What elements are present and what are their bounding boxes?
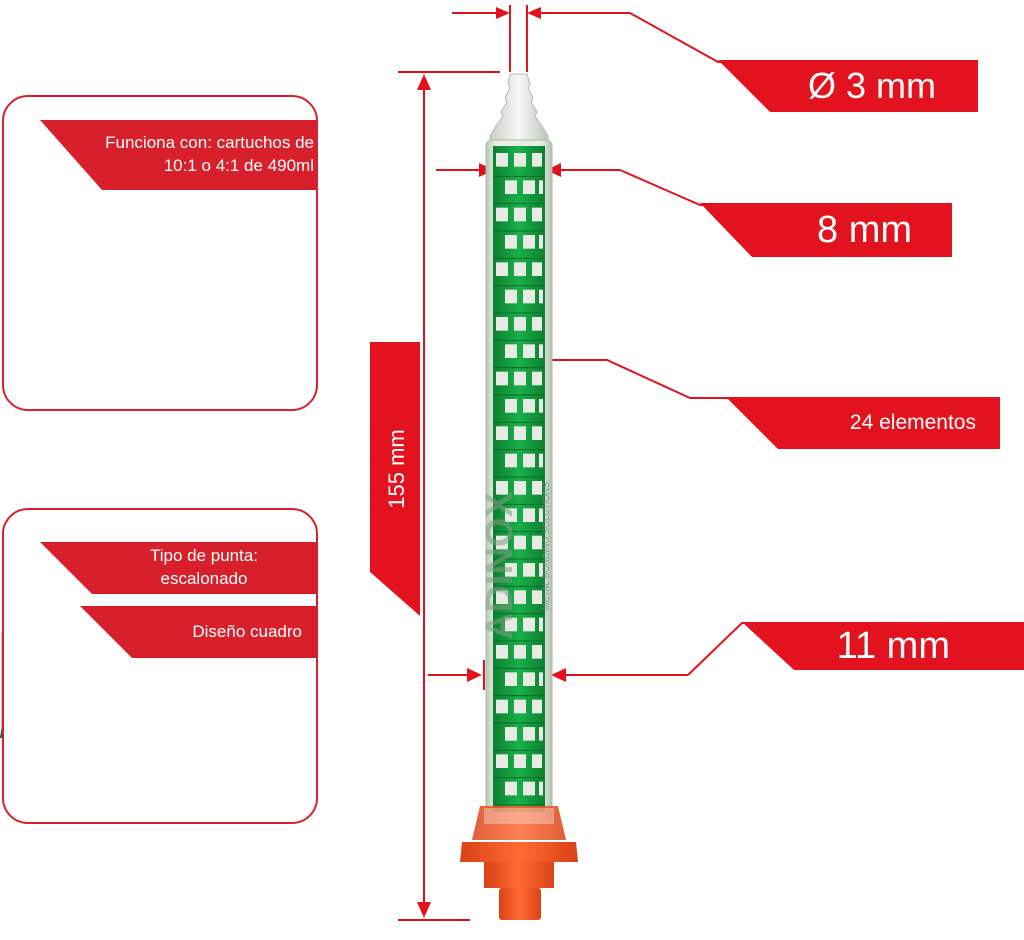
length-value: 155 mm bbox=[384, 429, 409, 509]
mixing-element-block bbox=[539, 563, 543, 577]
mixing-element-block bbox=[505, 617, 517, 632]
mixing-element-block bbox=[514, 699, 526, 714]
mixing-element-block bbox=[523, 453, 535, 468]
mixing-element-block bbox=[496, 207, 508, 222]
mixing-element-block bbox=[532, 262, 542, 276]
mixing-element-block bbox=[505, 235, 517, 249]
mixing-element-block bbox=[532, 481, 542, 495]
mixing-element-block bbox=[496, 481, 508, 495]
mixing-element-block bbox=[514, 153, 526, 167]
mixing-element-block bbox=[532, 754, 542, 768]
tip-type-banner bbox=[40, 542, 316, 594]
mixing-element-block bbox=[523, 399, 535, 413]
mixing-element-block bbox=[523, 289, 535, 304]
nozzle-stepped-tip bbox=[489, 73, 549, 141]
mixing-element-block bbox=[496, 262, 508, 276]
mixing-element-block bbox=[523, 563, 535, 577]
tip-diameter-banner: Ø 3 mm bbox=[718, 60, 978, 112]
nozzle-base-neck bbox=[484, 862, 554, 888]
mixing-elements bbox=[494, 153, 544, 806]
mixing-element-block bbox=[505, 672, 517, 686]
mixing-element-block bbox=[505, 289, 517, 304]
mixing-element-block bbox=[496, 426, 508, 440]
mixing-element-block bbox=[523, 672, 535, 686]
design-label: Diseño cuadro bbox=[192, 622, 302, 641]
elements-value: 24 elementos bbox=[849, 411, 976, 434]
mixing-element-block bbox=[523, 235, 535, 249]
mixing-element-block bbox=[539, 399, 543, 413]
length-banner-shape bbox=[370, 342, 420, 616]
mixing-element-block bbox=[532, 207, 542, 222]
mixing-element-block bbox=[532, 699, 542, 714]
nozzle-collar bbox=[472, 806, 566, 840]
outer-width-dimension bbox=[428, 622, 760, 690]
mixing-element-block bbox=[514, 207, 526, 222]
mixing-element-block bbox=[496, 699, 508, 714]
mixing-element-block bbox=[539, 617, 543, 632]
elements-leader-line bbox=[540, 359, 730, 399]
mixing-element-block bbox=[496, 754, 508, 768]
mixing-element-block bbox=[539, 727, 543, 741]
mixing-element-block bbox=[514, 645, 526, 659]
mixing-element-block bbox=[496, 317, 508, 331]
mixing-element-block bbox=[539, 508, 543, 522]
mixing-element-block bbox=[532, 590, 542, 604]
mixing-element-block bbox=[514, 535, 526, 550]
mixing-element-block bbox=[496, 371, 508, 386]
mixing-element-block bbox=[539, 180, 543, 194]
mixing-element-block bbox=[505, 399, 517, 413]
mixing-element-block bbox=[514, 262, 526, 276]
outer-width-value: 11 mm bbox=[836, 624, 950, 667]
mixing-element-block bbox=[514, 754, 526, 768]
mixing-element-block bbox=[539, 781, 543, 796]
nozzle-base-foot bbox=[499, 888, 541, 920]
tube-width-value: 8 mm bbox=[817, 208, 912, 251]
cartridge-compatibility-label: Funciona con: cartuchos de 10:1 o 4:1 de… bbox=[105, 133, 314, 175]
mixing-element-block bbox=[505, 727, 517, 741]
mixing-element-block bbox=[505, 453, 517, 468]
mixing-element-block bbox=[532, 153, 542, 167]
elements-banner: 24 elementos bbox=[726, 397, 1000, 449]
tube-brand-logo: ADINOX bbox=[479, 492, 521, 640]
mixing-element-block bbox=[539, 344, 543, 358]
tip-diameter-dimension bbox=[452, 5, 740, 72]
tip-diameter-value: Ø 3 mm bbox=[807, 65, 936, 106]
mixing-element-block bbox=[523, 180, 535, 194]
mixer-nozzle: ADINOX METAL BONDING SOLUTIONS bbox=[460, 73, 578, 920]
outer-width-banner: 11 mm bbox=[742, 622, 1024, 670]
mixing-element-block bbox=[496, 153, 508, 167]
mixing-element-block bbox=[514, 426, 526, 440]
mixing-element-block bbox=[496, 645, 508, 659]
mixing-element-block bbox=[539, 672, 543, 686]
mixing-element-block bbox=[532, 426, 542, 440]
mixing-element-block bbox=[523, 727, 535, 741]
mixing-element-block bbox=[539, 453, 543, 468]
tube-brand-tagline: METAL BONDING SOLUTIONS bbox=[541, 482, 551, 610]
mixing-element-block bbox=[505, 180, 517, 194]
mixing-element-block bbox=[505, 344, 517, 358]
nozzle-base-flange bbox=[460, 842, 578, 862]
mixing-element-block bbox=[505, 508, 517, 522]
mixing-element-block bbox=[539, 235, 543, 249]
tip-type-label: Tipo de punta: escalonado bbox=[149, 546, 259, 588]
mixing-element-block bbox=[532, 535, 542, 550]
mixing-element-block bbox=[514, 481, 526, 495]
mixing-element-block bbox=[514, 317, 526, 331]
mixing-element-block bbox=[496, 535, 508, 550]
mixing-element-block bbox=[514, 590, 526, 604]
mixing-element-block bbox=[532, 371, 542, 386]
mixing-element-block bbox=[523, 508, 535, 522]
mixing-element-block bbox=[523, 344, 535, 358]
mixing-element-block bbox=[505, 563, 517, 577]
mixing-element-block bbox=[532, 317, 542, 331]
mixing-element-block bbox=[496, 590, 508, 604]
length-dimension bbox=[398, 71, 500, 921]
mixing-element-block bbox=[505, 781, 517, 796]
mixing-element-block bbox=[514, 371, 526, 386]
mixing-element-block bbox=[523, 781, 535, 796]
tube-width-dimension bbox=[436, 163, 735, 206]
mixing-element-block bbox=[532, 645, 542, 659]
mixing-element-block bbox=[539, 289, 543, 304]
mixing-element-block bbox=[523, 617, 535, 632]
